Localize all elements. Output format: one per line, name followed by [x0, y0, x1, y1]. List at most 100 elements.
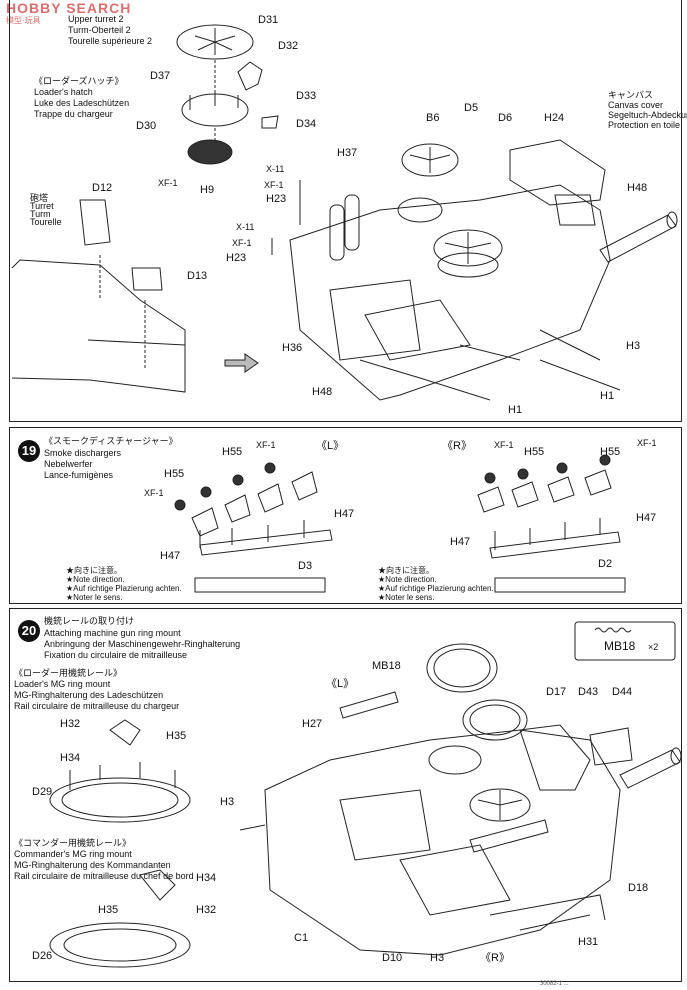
part-label-d31: D31 [258, 14, 279, 26]
paint-x11-a: X-11 [266, 164, 285, 174]
note-right-4: ★Noter le sens. [378, 593, 435, 602]
step19-left-tag: 《L》 [316, 440, 345, 452]
part-label-h47-c: H47 [450, 536, 471, 548]
part-label-d30: D30 [136, 120, 157, 132]
part-label-d10: D10 [382, 952, 403, 964]
canvas-fr: Protection en toile [608, 120, 681, 130]
turret-en: Turret [30, 201, 54, 211]
paint-xf1-a: XF-1 [264, 180, 284, 190]
loader-hatch-de: Luke des Ladeschützen [34, 98, 130, 108]
canvas-jp: キャンバス [608, 90, 654, 100]
note-right-3: ★Auf richtige Plazierung achten. [378, 584, 494, 593]
part-label-d32: D32 [278, 40, 299, 52]
part-label-d17: D17 [546, 686, 567, 698]
step19-de: Nebelwerfer [44, 459, 93, 469]
note-left-3: ★Auf richtige Plazierung achten. [66, 584, 182, 593]
part-label-d33: D33 [296, 90, 317, 102]
part-label-h37: H37 [337, 147, 358, 159]
turret-de: Turm [30, 209, 51, 219]
part-label-d6: D6 [498, 112, 513, 124]
paint-xf1-d: XF-1 [144, 488, 164, 498]
note-left-4: ★Noter le sens. [66, 593, 123, 602]
part-label-h34-b: H34 [196, 872, 217, 884]
commander-ring-fr: Rail circulaire de mitrailleuse du chef … [14, 871, 194, 881]
loader-ring-fr: Rail circulaire de mitrailleuse du charg… [14, 701, 180, 711]
part-label-b6: B6 [426, 112, 440, 124]
part-label-h48-b: H48 [627, 182, 648, 194]
part-label-d13: D13 [187, 270, 208, 282]
loader-hatch-en: Loader's hatch [34, 87, 93, 97]
watermark-logo: HOBBY SEARCH [6, 0, 132, 16]
spring-label: MB18 [604, 639, 636, 653]
loader-hatch-jp: 《ローダーズハッチ》 [34, 76, 124, 86]
step20-de: Anbringung der Maschinengewehr-Ringhalte… [44, 639, 241, 649]
upper-turret-line2: Turm-Oberteil 2 [68, 25, 131, 35]
part-label-h31: H31 [578, 936, 599, 948]
part-label-d37: D37 [150, 70, 171, 82]
part-label-d44: D44 [612, 686, 633, 698]
upper-turret-line3: Tourelle supérieure 2 [68, 36, 153, 46]
part-label-h3-b: H3 [430, 952, 445, 964]
canvas-en: Canvas cover [608, 100, 664, 110]
loader-ring-de: MG-Ringhalterung des Ladeschützen [14, 690, 164, 700]
step18-panel [9, 0, 682, 422]
part-label-d2: D2 [598, 558, 613, 570]
step19-jp: 《スモークディスチャージャー》 [44, 436, 178, 446]
commander-ring-jp: 《コマンダー用機銃レール》 [14, 838, 132, 848]
part-label-h55-c: H55 [524, 446, 545, 458]
part-label-h3: H3 [626, 340, 641, 352]
part-label-mb18: MB18 [372, 660, 401, 672]
part-label-d34: D34 [296, 118, 317, 130]
part-label-c1: C1 [294, 932, 309, 944]
step20-jp: 機銃レールの取り付け [44, 616, 135, 626]
note-left-1: ★向きに注意。 [66, 566, 122, 575]
step20-number: 20 [18, 620, 40, 642]
paint-xf1-c: XF-1 [256, 440, 276, 450]
step20-right-tag: 《R》 [480, 952, 510, 964]
note-right-1: ★向きに注意。 [378, 566, 434, 575]
part-label-h27: H27 [302, 718, 323, 730]
watermark-sub: 模型·玩具 [6, 16, 41, 25]
part-label-h3-a: H3 [220, 796, 235, 808]
step19-fr: Lance-fumigènes [44, 470, 114, 480]
part-label-h35-b: H35 [98, 904, 119, 916]
part-label-h32-a: H32 [60, 718, 81, 730]
step19-panel [9, 427, 682, 604]
canvas-de: Segeltuch-Abdeckung [608, 110, 687, 120]
upper-turret-line1: Upper turret 2 [68, 14, 124, 24]
page-footer: 30082-1 ... [540, 981, 569, 987]
step20-en: Attaching machine gun ring mount [44, 628, 181, 638]
part-label-h23-b: H23 [226, 252, 247, 264]
part-label-d26: D26 [32, 950, 53, 962]
step20-fr: Fixation du circulaire de mitrailleuse [44, 650, 188, 660]
part-label-h1-a: H1 [508, 404, 523, 416]
step19-right-tag: 《R》 [442, 440, 472, 452]
loader-ring-jp: 《ローダー用機銃レール》 [14, 668, 123, 678]
paint-xf1-b: XF-1 [232, 238, 252, 248]
commander-ring-de: MG-Ringhalterung des Kommandanten [14, 860, 171, 870]
part-label-h47-a: H47 [334, 508, 355, 520]
part-label-d18: D18 [628, 882, 649, 894]
part-label-h48-a: H48 [312, 386, 333, 398]
part-label-h34-a: H34 [60, 752, 81, 764]
part-label-h47-b: H47 [160, 550, 181, 562]
paint-xf1-h9: XF-1 [158, 178, 178, 188]
step19-number: 19 [18, 440, 40, 462]
part-label-d12: D12 [92, 182, 113, 194]
part-label-h9: H9 [200, 184, 215, 196]
step20-left-tag: 《L》 [326, 678, 355, 690]
turret-jp: 砲塔 [30, 193, 49, 203]
part-label-d29: D29 [32, 786, 53, 798]
paint-x11-b: X-11 [236, 222, 255, 232]
part-label-h24: H24 [544, 112, 565, 124]
part-label-h55-d: H55 [600, 446, 621, 458]
commander-ring-en: Commander's MG ring mount [14, 849, 132, 859]
step19-en: Smoke dischargers [44, 448, 122, 458]
part-label-d5: D5 [464, 102, 479, 114]
part-label-h1-b: H1 [600, 390, 615, 402]
smoke-discharger-left [191, 471, 318, 537]
step20-panel [9, 608, 682, 982]
part-label-h35-a: H35 [166, 730, 187, 742]
part-label-h47-d: H47 [636, 512, 657, 524]
